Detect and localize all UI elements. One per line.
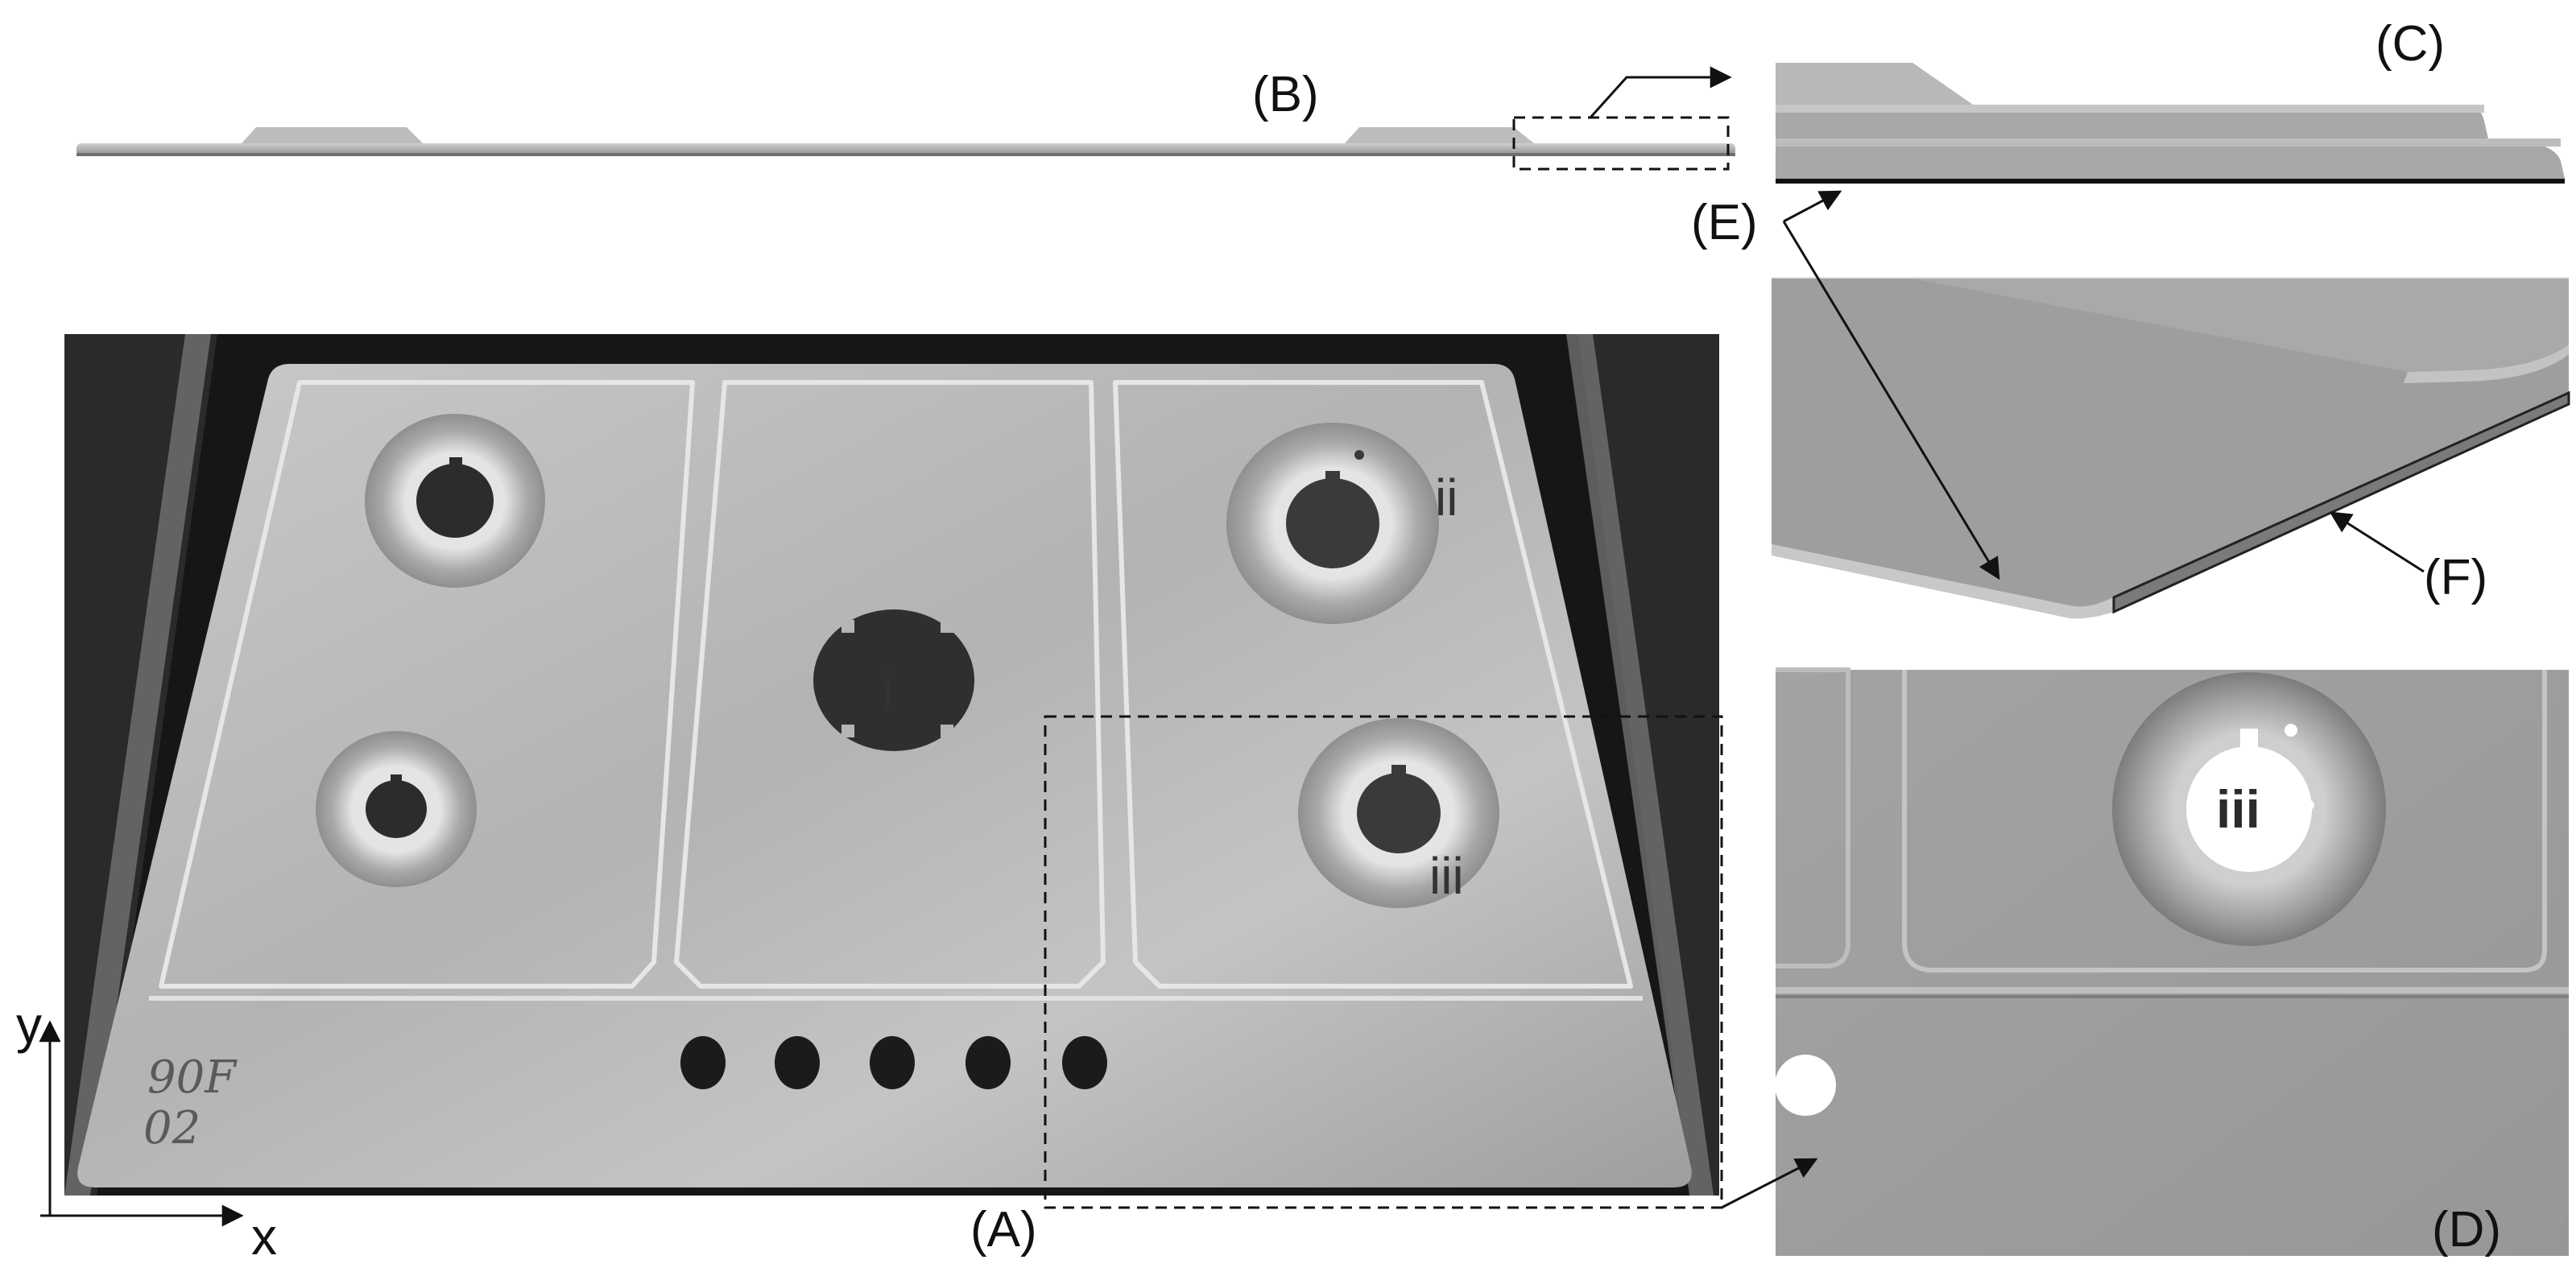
zoom-arrow-c — [1589, 66, 1732, 119]
render-burner-hole — [2186, 746, 2312, 872]
pointer-e-upper — [1783, 190, 1842, 223]
cooktop-photo: 90F 02 i ii iii — [64, 334, 1719, 1196]
edge-raised-top — [1776, 63, 1973, 105]
axis-indicator: y x — [16, 996, 277, 1266]
render-detail-view — [1775, 667, 2569, 1256]
panel-right — [1113, 380, 1633, 989]
panel-left — [159, 380, 695, 989]
edge-body — [1776, 63, 2565, 179]
knob-hole — [680, 1036, 726, 1089]
x-axis-label: x — [251, 1208, 277, 1266]
edge-bottom-line — [1776, 179, 2565, 184]
panel-label-a: (A) — [970, 1202, 1037, 1258]
zoom-box-c — [1512, 116, 1730, 171]
knob-hole — [1062, 1036, 1107, 1089]
panel-label-c: (C) — [2375, 16, 2445, 72]
burner-label-ii: ii — [1435, 469, 1458, 527]
panel-label-b: (B) — [1252, 67, 1319, 122]
render-left-panel-edge — [1776, 667, 1850, 968]
handwriting-line2: 02 — [143, 1102, 201, 1154]
corner-view — [1772, 277, 2570, 619]
corner-raised-panel — [1908, 278, 2569, 372]
render-right-panel-edge — [1902, 670, 2547, 973]
zoom-box-d — [1044, 715, 1723, 1209]
y-axis-label: y — [16, 996, 42, 1054]
corner-bevel — [1772, 544, 2114, 619]
side-profile-view — [76, 66, 1735, 171]
knob-holes — [680, 1036, 1107, 1089]
burner-i-hole — [813, 609, 974, 751]
panel-label-f: (F) — [2424, 550, 2487, 605]
corner-side-face — [2112, 390, 2570, 614]
zoom-arrow-d — [1721, 1158, 1818, 1209]
burner-i — [813, 609, 974, 751]
burner-front-left — [316, 731, 477, 887]
burner-label-i: i — [882, 662, 893, 720]
pointer-e-lower — [1782, 221, 2000, 580]
panel-center — [674, 380, 1106, 989]
burner-rear-left — [365, 414, 545, 588]
edge-step-highlight — [1776, 105, 2484, 113]
profile-bump-left — [242, 127, 423, 143]
render-burner-label-iii: iii — [2216, 779, 2260, 839]
knob-hole — [775, 1036, 820, 1089]
burner-iii — [1298, 718, 1499, 908]
burner-label-iii: iii — [1429, 847, 1464, 905]
profile-bump-right — [1345, 127, 1534, 143]
render-burner-notch — [2240, 729, 2258, 765]
edge-lower-highlight — [1776, 138, 2561, 147]
pointer-f — [2329, 511, 2425, 573]
panel-label-d: (D) — [2432, 1202, 2501, 1258]
corner-raised-edge — [2404, 345, 2569, 383]
render-knob-hole — [1775, 1055, 1836, 1116]
knob-hole — [965, 1036, 1011, 1089]
profile-edge — [76, 153, 1735, 156]
edge-closeup-view — [1776, 63, 2565, 184]
knob-hole — [870, 1036, 915, 1089]
panel-label-e: (E) — [1691, 195, 1758, 250]
handwriting-line1: 90F — [147, 1051, 238, 1104]
burner-ii — [1226, 423, 1439, 624]
